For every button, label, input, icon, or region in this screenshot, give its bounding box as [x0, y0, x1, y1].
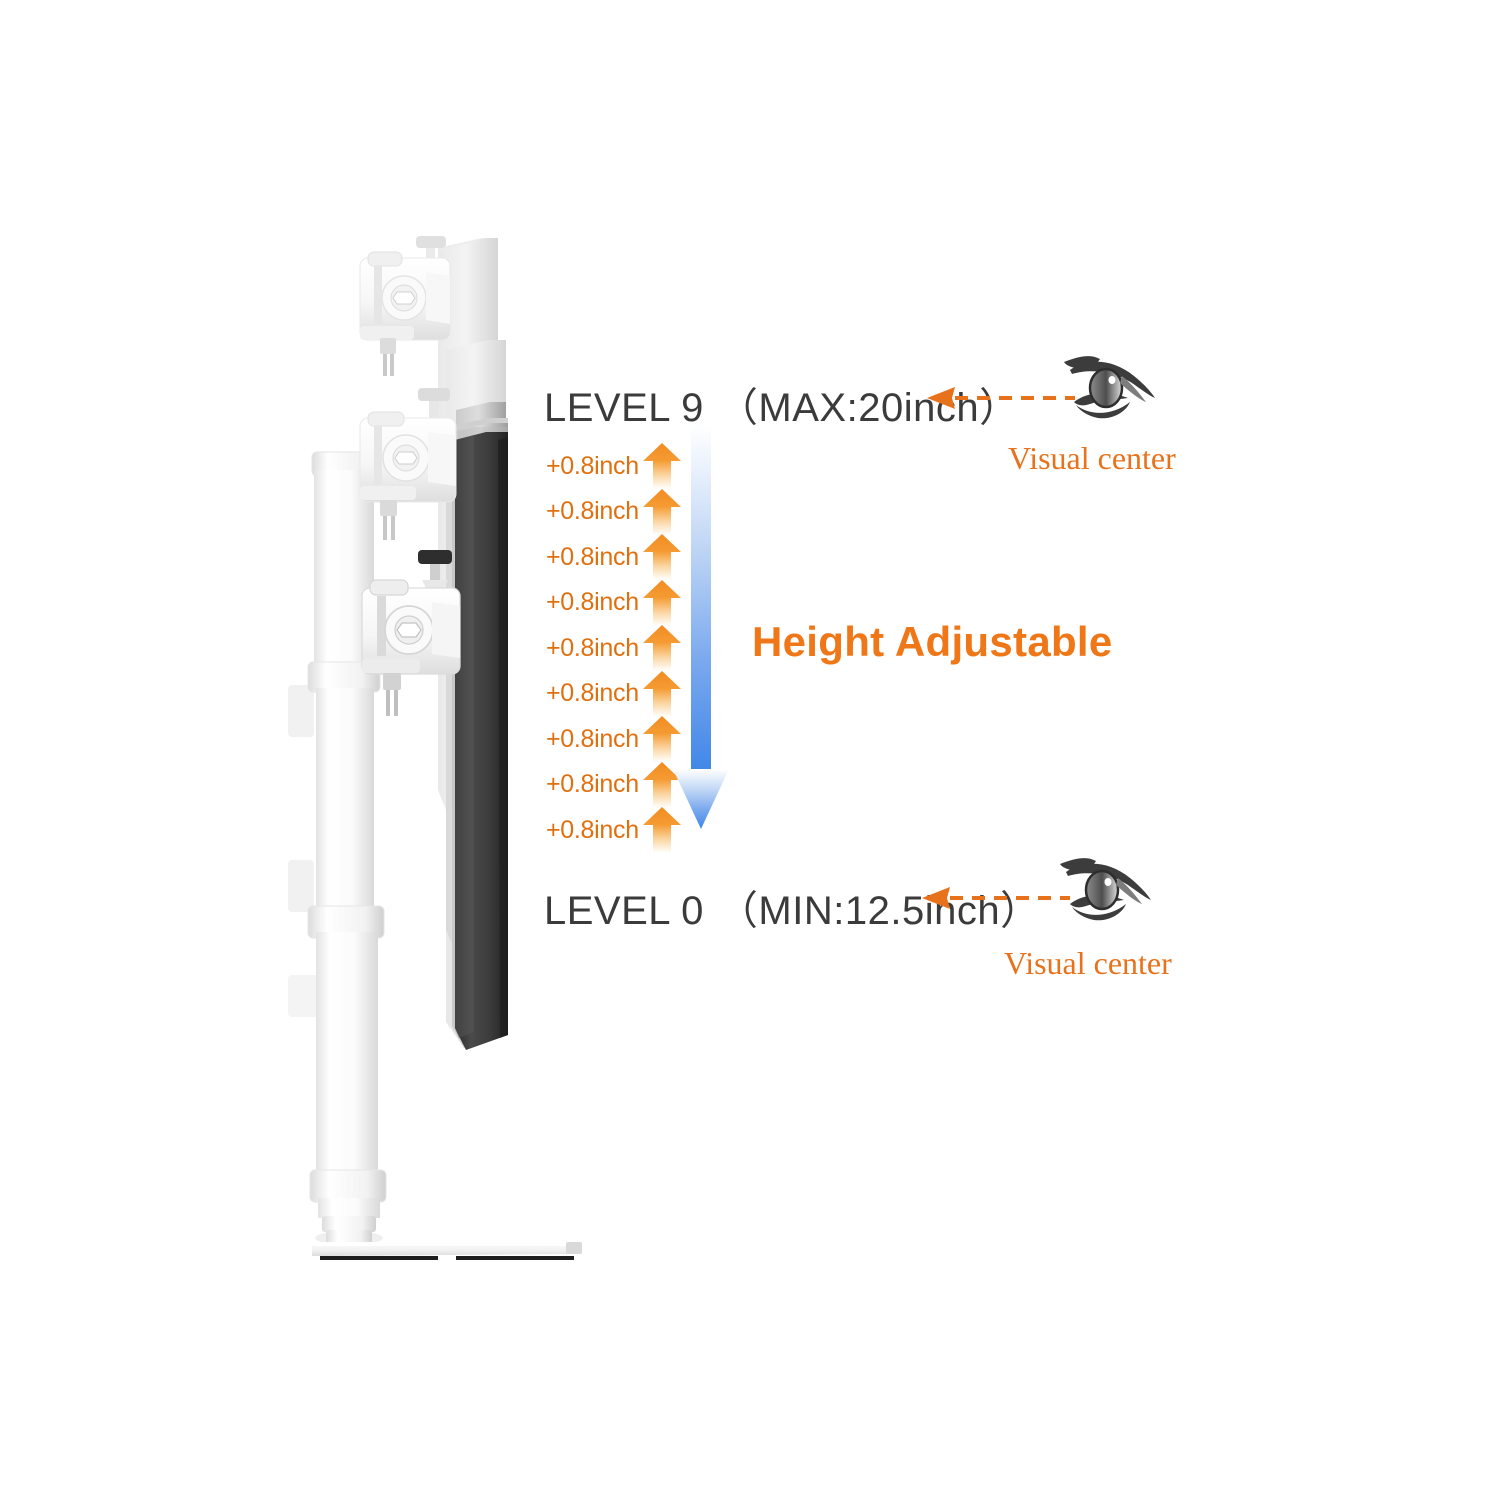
step-row: +0.8inch [546, 443, 682, 489]
level-bottom-name: LEVEL 0 [544, 889, 704, 933]
eye-icon [1064, 356, 1155, 419]
step-increment-label: +0.8inch [546, 633, 639, 662]
step-up-arrow-icon [642, 670, 681, 717]
step-row: +0.8inch [546, 807, 682, 853]
step-up-arrow-icon [642, 579, 681, 626]
pole-lower [309, 932, 387, 1232]
step-up-arrow-icon [642, 443, 681, 489]
step-up-arrow-icon [642, 807, 681, 853]
pole-foot [315, 1230, 383, 1245]
step-increment-label: +0.8inch [546, 724, 639, 753]
visual-center-caption-top: Visual center [1008, 440, 1176, 476]
level-label-bottom: LEVEL 0 （MIN:12.5inch） [544, 878, 1041, 936]
step-increment-label: +0.8inch [546, 770, 639, 798]
step-increment-label: +0.8inch [546, 815, 639, 844]
step-row: +0.8inch [546, 534, 682, 580]
step-increment-label: +0.8inch [546, 679, 639, 707]
height-adjustable-title: Height Adjustable [752, 618, 1113, 665]
pointer-line-top [927, 387, 1075, 409]
step-row: +0.8inch [546, 625, 682, 671]
stand-base [312, 1242, 582, 1260]
level-bottom-spec: （MIN:12.5inch） [717, 889, 1041, 933]
step-up-arrow-icon [642, 625, 681, 671]
monitor-panel [446, 418, 508, 1050]
height-direction-arrow [673, 425, 729, 829]
eye-icon [1060, 858, 1151, 921]
step-row: +0.8inch [546, 761, 682, 808]
visual-center-caption-bottom: Visual center [1004, 945, 1172, 981]
step-row: +0.8inch [546, 579, 682, 626]
pole-ghost-tab [288, 685, 314, 737]
level-top-name: LEVEL 9 [544, 386, 704, 430]
step-up-arrow-icon [642, 488, 681, 535]
step-increment-label: +0.8inch [546, 588, 639, 616]
step-row: +0.8inch [546, 716, 682, 762]
step-up-arrow-icon [642, 716, 681, 762]
step-up-arrow-icon [642, 534, 681, 580]
level-top-spec: （MAX:20inch） [717, 386, 1020, 430]
pole-middle [307, 688, 385, 939]
step-increment-label: +0.8inch [546, 497, 639, 525]
pole-ghost-tab [288, 975, 318, 1017]
step-increment-label: +0.8inch [546, 542, 639, 571]
step-increment-label: +0.8inch [546, 451, 639, 480]
mount-bracket-top [359, 236, 451, 376]
step-up-arrow-icon [642, 761, 681, 808]
mount-bracket-middle [359, 388, 457, 540]
mount-bracket-bottom [361, 550, 461, 716]
level-label-top: LEVEL 9 （MAX:20inch） [544, 375, 1020, 433]
pole-ghost-tab [288, 860, 314, 912]
step-row: +0.8inch [546, 488, 682, 535]
step-row: +0.8inch [546, 670, 682, 717]
pointer-line-bottom [922, 887, 1070, 909]
monitor-stand-illustration [288, 236, 582, 1260]
